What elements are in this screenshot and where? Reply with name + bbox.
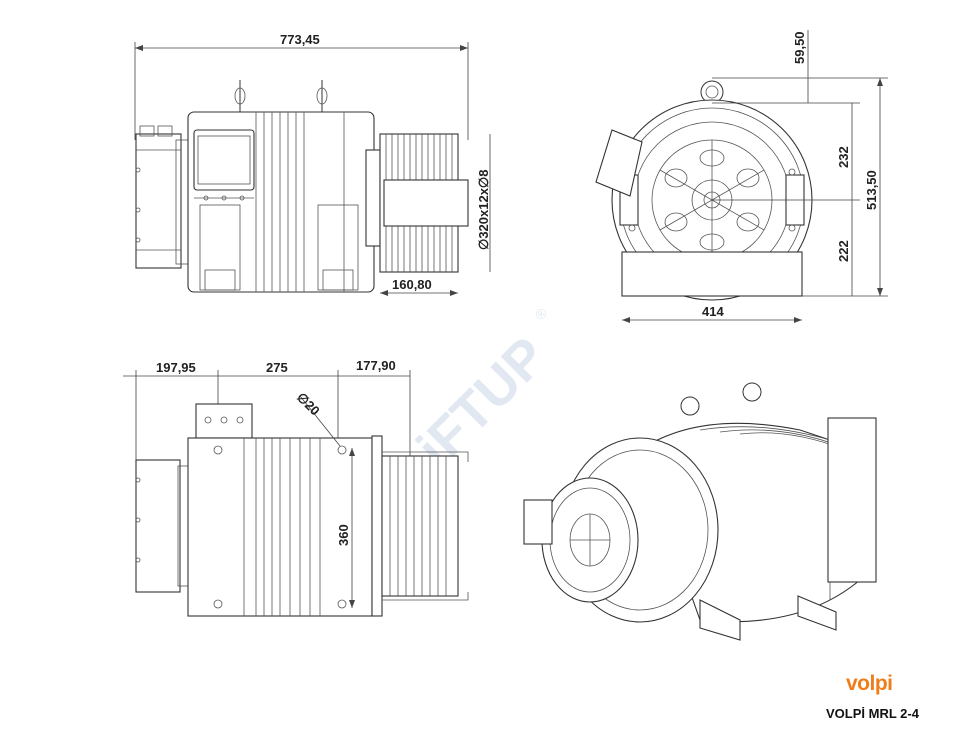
watermark-registered: ® (532, 304, 551, 323)
dim-side-height: 360 (336, 524, 351, 546)
model-label: VOLPİ MRL 2-4 (826, 706, 919, 721)
dim-seg-a: 197,95 (156, 360, 196, 375)
volpi-logo: volpi (846, 672, 893, 695)
front-view: 414 59,50 232 222 513,50 (595, 30, 888, 323)
dim-seg-c: 177,90 (356, 358, 396, 373)
dim-eye-offset: 59,50 (792, 31, 807, 64)
dim-upper-height: 232 (836, 146, 851, 168)
side-view-top: 773,45 (134, 32, 491, 296)
dim-base-width: 414 (702, 304, 724, 319)
dim-total-height: 513,50 (864, 170, 879, 210)
dim-seg-b: 275 (266, 360, 288, 375)
isometric-view (523, 382, 877, 641)
dim-drum-length: 160,80 (392, 277, 432, 292)
dim-overall-length: 773,45 (280, 32, 320, 47)
plan-view: 197,95 275 177,90 ∅20 (123, 358, 469, 617)
dim-hole: ∅20 (294, 390, 323, 419)
dim-drum-spec: ∅320x12x∅8 (476, 170, 491, 251)
dim-lower-height: 222 (836, 240, 851, 262)
